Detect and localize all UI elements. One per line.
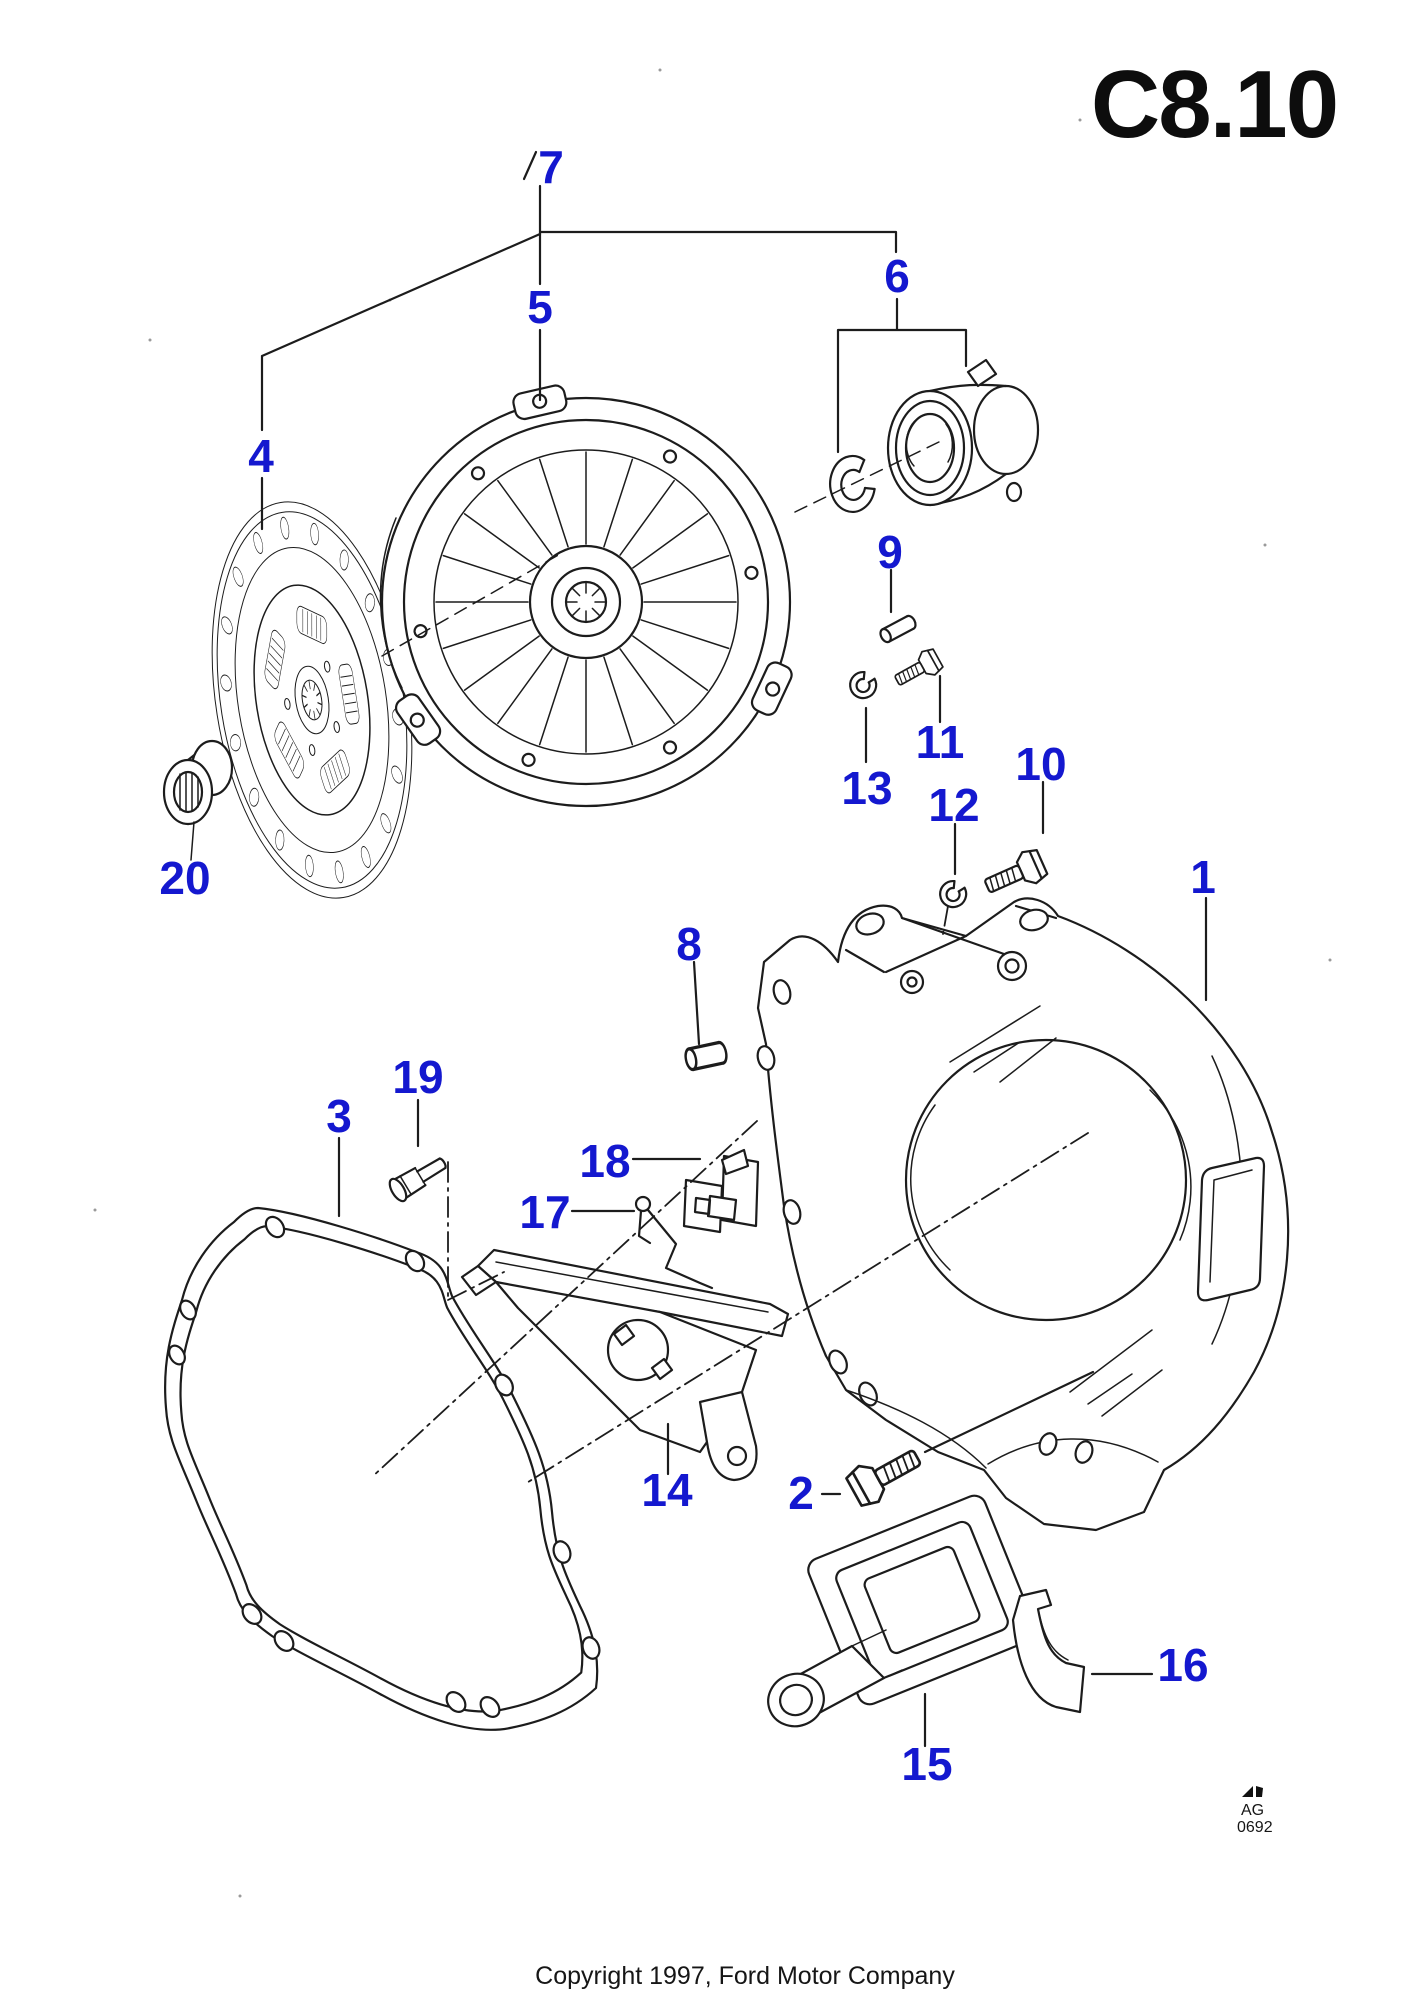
part-label-6: 6	[884, 250, 910, 302]
part-drawing-pin-9	[877, 613, 919, 645]
part-label-20: 20	[159, 852, 210, 904]
part-label-9: 9	[877, 526, 903, 578]
part-label-5: 5	[527, 281, 553, 333]
part-label-11: 11	[916, 716, 965, 768]
part-label-14: 14	[641, 1464, 693, 1516]
part-drawing-release-bearing	[886, 358, 1040, 507]
part-label-4: 4	[248, 430, 274, 482]
page-code: C8.10	[1091, 51, 1337, 158]
part-drawing-dowel-8	[682, 1039, 730, 1073]
leader-lines	[190, 150, 1208, 1748]
part-label-3: 3	[326, 1090, 352, 1142]
part-label-16: 16	[1157, 1639, 1208, 1691]
part-label-19: 19	[392, 1051, 443, 1103]
part-drawing-bolt-10	[979, 845, 1051, 904]
part-drawing-lockwasher-13	[846, 668, 881, 703]
part-label-8: 8	[676, 918, 702, 970]
part-drawing-pilot-bushing	[162, 739, 234, 826]
part-label-10: 10	[1015, 738, 1066, 790]
part-number-labels: 1 2 3 4 5 6 7 8 9 10 11 12 13 14 15 16 1…	[159, 141, 1215, 1790]
part-drawing-gasket	[165, 1208, 601, 1730]
part-label-13: 13	[841, 762, 892, 814]
part-label-7: 7	[538, 141, 564, 193]
part-drawing-fork-spring	[634, 1195, 714, 1290]
part-label-17: 17	[519, 1186, 570, 1238]
part-drawing-clutch-disc	[186, 487, 438, 912]
part-drawing-bolt-11	[889, 645, 946, 694]
part-drawing-bolt-2	[842, 1437, 929, 1512]
part-label-18: 18	[579, 1135, 630, 1187]
part-drawing-boot-clip	[1011, 1588, 1086, 1714]
copyright-text: Copyright 1997, Ford Motor Company	[535, 1962, 955, 1990]
part-label-12: 12	[928, 779, 979, 831]
part-drawing-dust-boot	[767, 1492, 1040, 1728]
part-label-15: 15	[901, 1738, 952, 1790]
plate-stamp: AG 0692	[1237, 1786, 1273, 1836]
part-label-1: 1	[1190, 851, 1216, 903]
part-drawing-lockwasher-12	[936, 877, 971, 912]
part-drawing-bellhousing	[756, 897, 1290, 1532]
part-label-2: 2	[788, 1467, 814, 1519]
part-drawing-release-fork	[460, 1248, 790, 1482]
stamp-line2: 0692	[1237, 1819, 1273, 1836]
part-drawing-bearing-retainer-ring	[830, 456, 874, 512]
ford-plate-mark-icon	[1242, 1786, 1263, 1797]
stamp-line1: AG	[1241, 1802, 1264, 1819]
part-drawing-pressure-plate	[379, 384, 793, 808]
part-drawing-retaining-clip	[682, 1148, 760, 1234]
part-drawing-dowel-19	[388, 1157, 447, 1203]
